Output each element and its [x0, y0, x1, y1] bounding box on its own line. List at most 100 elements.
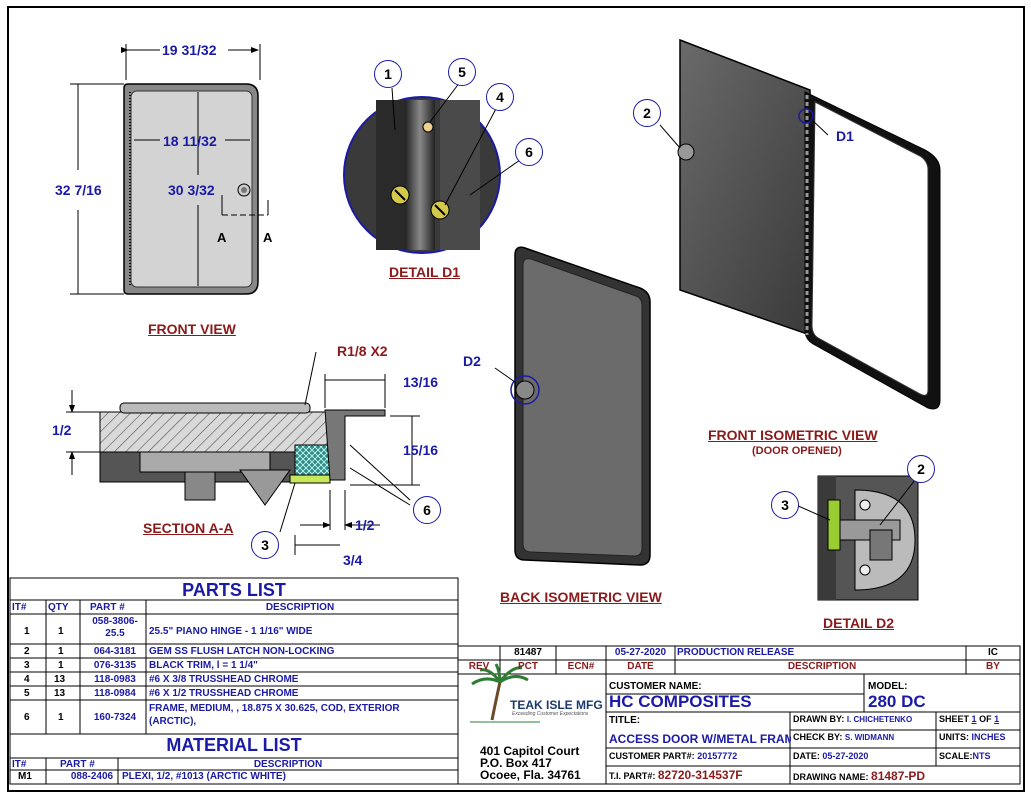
parts-row-it: 6 — [24, 712, 30, 723]
address-line-3: Ocoee, Fla. 34761 — [480, 768, 581, 782]
date-value: 05-27-2020 — [822, 751, 869, 761]
parts-header-desc: DESCRIPTION — [265, 602, 335, 613]
parts-row-qty: 1 — [58, 626, 64, 637]
front-view-graphic — [70, 44, 269, 295]
title-detail-d2: DETAIL D2 — [823, 615, 895, 631]
drawing-name-label: DRAWING NAME: — [793, 772, 869, 782]
rev-by-value: IC — [988, 647, 998, 658]
title-label: TITLE: — [609, 715, 641, 726]
dim-inner-width: 18 11/32 — [163, 133, 217, 149]
material-row-part: 088-2406 — [70, 771, 114, 782]
parts-header-it: IT# — [12, 602, 27, 613]
parts-row-part: 064-3181 — [93, 646, 137, 657]
address-line-1: 401 Capitol Court — [480, 744, 580, 758]
material-header-it: IT# — [12, 759, 27, 770]
description-header: DESCRIPTION — [787, 661, 857, 672]
section-marker-left: A — [217, 230, 227, 245]
scale-value: NTS — [972, 751, 991, 761]
check-by-label: CHECK BY: S. WIDMANN — [793, 732, 938, 742]
sheet-number: 1 — [971, 714, 977, 724]
balloon-4-d1: 4 — [486, 83, 514, 111]
parts-row-desc: BLACK TRIM, l = 1 1/4" — [149, 660, 258, 671]
pct-header: PCT — [518, 661, 538, 672]
material-row-it: M1 — [18, 771, 32, 782]
parts-list-title: PARTS LIST — [182, 580, 286, 600]
dim-radius: R1/8 X2 — [337, 343, 388, 359]
dim-thickness: 1/2 — [52, 422, 72, 438]
scale-label: SCALE: — [939, 751, 973, 761]
company-logo-graphic — [470, 663, 540, 723]
drawing-sheet — [7, 6, 1025, 792]
material-list-title: MATERIAL LIST — [166, 735, 302, 755]
balloon-3-section: 3 — [251, 531, 279, 559]
balloon-1-d1: 1 — [374, 60, 402, 88]
subtitle-front-iso: (DOOR OPENED) — [752, 445, 842, 457]
parts-row-desc: #6 X 3/8 TRUSSHEAD CHROME — [149, 674, 299, 685]
dim-overall-height: 32 7/16 — [55, 182, 102, 198]
parts-header-part: PART # — [90, 602, 125, 613]
title-block: TEAK ISLE MFG Exceeding Customer Expecta… — [458, 674, 1020, 784]
drawing-title: ACCESS DOOR W/METAL FRAME — [609, 732, 791, 746]
parts-header-qty: QTY — [48, 602, 69, 613]
dim-half: 1/2 — [355, 517, 375, 533]
parts-row-desc: FRAME, MEDIUM, , 18.875 X 30.625, COD, E… — [149, 703, 400, 727]
sheet-label: SHEET — [939, 714, 970, 724]
drawing-name-info: DRAWING NAME: 81487-PD — [793, 769, 1018, 783]
ti-part-info: T.I. PART#: 82720-314537F — [609, 768, 793, 782]
parts-row-part: 058-3806-25.5 — [92, 616, 138, 639]
title-front-view: FRONT VIEW — [148, 321, 236, 337]
scale-info: SCALE:NTS — [939, 751, 1019, 761]
detail-d1-graphic — [343, 81, 521, 254]
parts-row-part: 118-0983 — [94, 674, 136, 685]
parts-row-part: 118-0984 — [94, 688, 136, 699]
balloon-5-d1: 5 — [448, 58, 476, 86]
parts-row-qty: 1 — [58, 712, 64, 723]
detail-d2-graphic — [795, 475, 919, 601]
dim-depth: 15/16 — [403, 442, 439, 458]
drawn-by-label-text: DRAWN BY: — [793, 714, 845, 724]
dim-flange: 13/16 — [403, 374, 439, 390]
parts-row-it: 5 — [24, 688, 30, 699]
balloon-2-d2: 2 — [907, 455, 935, 483]
company-name: TEAK ISLE MFG — [510, 698, 603, 712]
parts-row-desc: #6 X 1/2 TRUSSHEAD CHROME — [149, 688, 299, 699]
units-label: UNITS: — [939, 732, 969, 742]
dim-overall-width: 19 31/32 — [162, 42, 217, 58]
check-by-value: S. WIDMANN — [844, 733, 895, 742]
sheet-total: 1 — [994, 714, 1000, 724]
parts-row-it: 2 — [24, 646, 30, 657]
model-label: MODEL: — [868, 681, 908, 692]
title-back-iso: BACK ISOMETRIC VIEW — [500, 589, 662, 605]
dim-inner-height: 30 3/32 — [168, 182, 215, 198]
pct-value: 81487 — [514, 647, 542, 658]
parts-row-qty: 13 — [54, 674, 66, 685]
balloon-2-iso: 2 — [633, 99, 661, 127]
detail-d1-ref: D1 — [836, 128, 854, 144]
sheet-of-label: OF — [979, 714, 992, 724]
title-detail-d1: DETAIL D1 — [389, 264, 461, 280]
title-section-aa: SECTION A-A — [143, 520, 234, 536]
ti-part-value: 82720-314537F — [657, 768, 743, 782]
drawing-name-value: 81487-PD — [871, 769, 926, 783]
title-block-grid — [457, 645, 1021, 785]
customer-part-info: CUSTOMER PART#: 20157772 — [609, 751, 793, 761]
parts-row-it: 3 — [24, 660, 30, 671]
dim-three-quarter: 3/4 — [343, 552, 363, 568]
parts-row-desc: 25.5" PIANO HINGE - 1 1/16" WIDE — [149, 626, 313, 637]
parts-row-part: 076-3135 — [93, 660, 137, 671]
drawn-by-value: I. CHICHETENKO — [846, 715, 913, 724]
parts-row-qty: 1 — [58, 660, 64, 671]
detail-d2-ref: D2 — [463, 353, 481, 369]
balloon-6-d1: 6 — [515, 138, 543, 166]
customer-name: HC COMPOSITES — [609, 692, 752, 711]
rev-date-value: 05-27-2020 — [614, 647, 667, 658]
sheet-info: SHEET 1 OF 1 — [939, 714, 1019, 724]
rev-description-value: PRODUCTION RELEASE — [677, 647, 795, 658]
balloon-6-section: 6 — [413, 496, 441, 524]
section-marker-right: A — [263, 230, 273, 245]
model-value: 280 DC — [868, 692, 926, 711]
check-by-label-text: CHECK BY: — [793, 732, 843, 742]
company-tagline: Exceeding Customer Expectations — [512, 711, 589, 717]
title-front-iso: FRONT ISOMETRIC VIEW — [708, 427, 878, 443]
